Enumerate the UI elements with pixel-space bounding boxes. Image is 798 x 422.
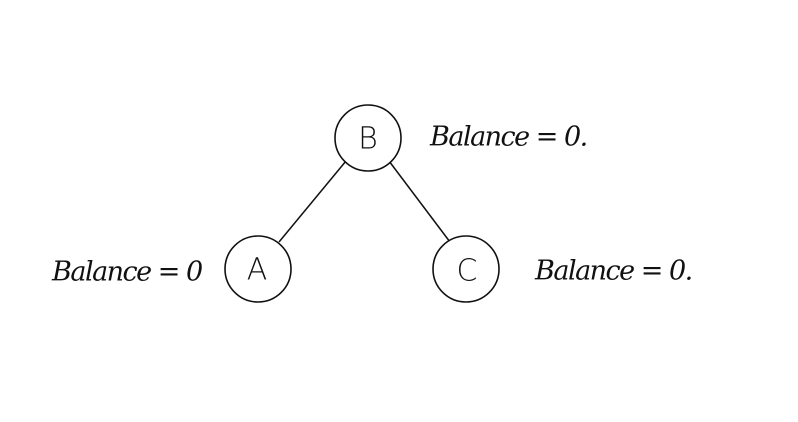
node-b: B	[334, 104, 402, 172]
node-b-circle	[334, 104, 402, 172]
node-a-label: A	[247, 253, 268, 288]
node-b-label: B	[358, 122, 378, 157]
edge-b-a	[278, 160, 347, 243]
node-a: A	[224, 235, 292, 303]
node-c-circle	[432, 235, 500, 303]
node-c: C	[432, 235, 500, 303]
edge-b-c	[388, 160, 451, 243]
balance-label-c: Balance = 0.	[534, 256, 692, 287]
node-c-label: C	[457, 254, 478, 289]
balance-label-b: Balance = 0.	[429, 122, 587, 153]
balance-label-a: Balance = 0	[51, 257, 203, 288]
node-a-circle	[224, 235, 292, 303]
